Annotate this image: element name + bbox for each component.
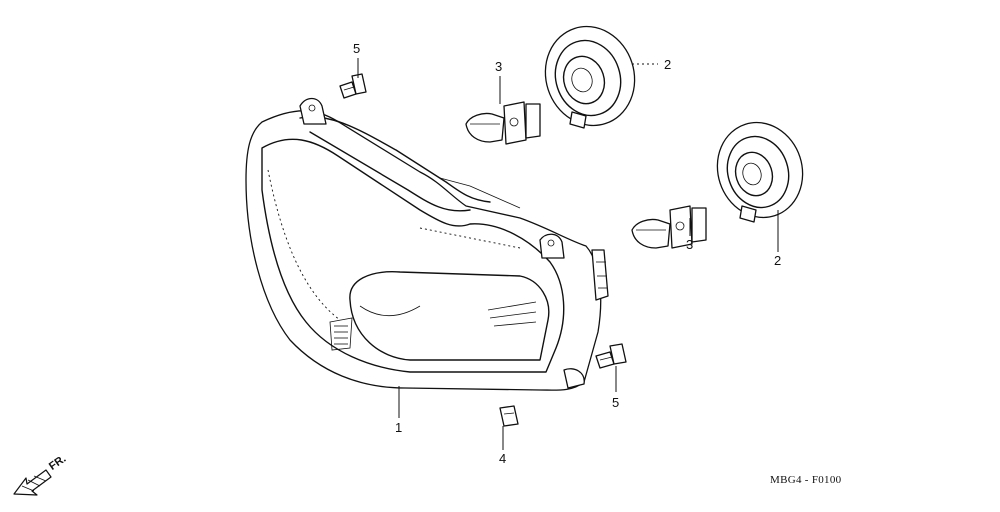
- callout-5-upper: 5: [353, 41, 361, 56]
- screw-lower: [595, 343, 627, 369]
- bulb-lower: [631, 205, 707, 249]
- socket-cover-upper: [544, 25, 636, 129]
- callout-3-lower: 3: [686, 237, 694, 252]
- clip-nut: [499, 405, 519, 427]
- callout-1: 1: [395, 420, 403, 435]
- socket-cover-lower: [716, 121, 804, 223]
- screw-upper: [339, 73, 367, 99]
- headlight-unit: [245, 97, 609, 391]
- bulb-upper: [465, 101, 541, 145]
- diagram-code: MBG4 - F0100: [770, 474, 842, 486]
- callout-2-lower: 2: [774, 253, 782, 268]
- callout-2-upper: 2: [664, 57, 672, 72]
- callout-5-lower: 5: [612, 395, 620, 410]
- front-direction-arrow-icon: [13, 469, 52, 496]
- callout-4: 4: [499, 451, 507, 466]
- callout-3-upper: 3: [495, 59, 503, 74]
- leader-lines: [357, 58, 779, 450]
